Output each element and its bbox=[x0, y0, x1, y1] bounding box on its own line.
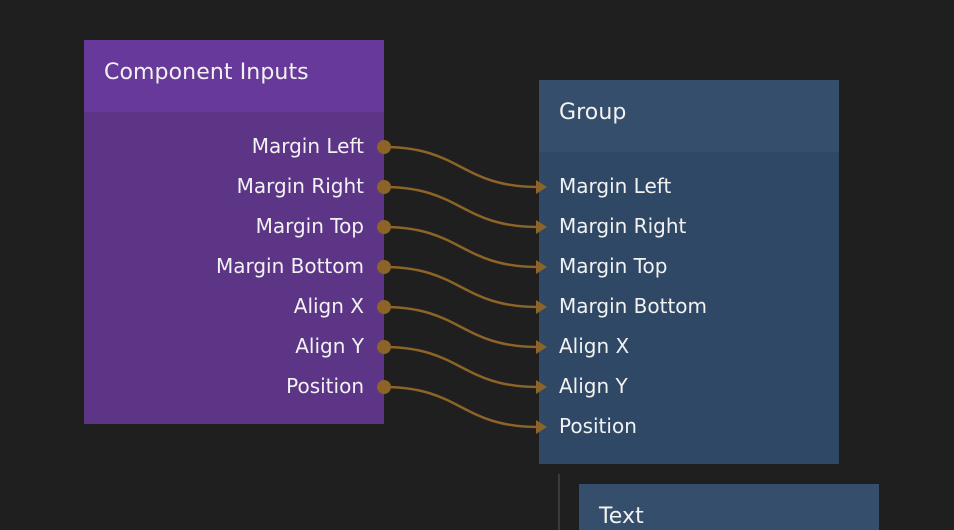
connection-margin-top[interactable] bbox=[383, 225, 539, 269]
connection-margin-right[interactable] bbox=[383, 185, 539, 229]
input-port-label-margin-top: Margin Top bbox=[559, 254, 668, 278]
output-port-label-align-x: Align X bbox=[293, 294, 364, 318]
output-port-label-position: Position bbox=[286, 374, 364, 398]
output-port-label-margin-left: Margin Left bbox=[251, 134, 364, 158]
output-port-label-margin-top: Margin Top bbox=[255, 214, 364, 238]
input-port-label-position: Position bbox=[559, 414, 637, 438]
input-port-label-margin-bottom: Margin Bottom bbox=[559, 294, 708, 318]
group-title: Group bbox=[539, 80, 839, 152]
input-port-label-align-y: Align Y bbox=[559, 374, 628, 398]
input-port-label-align-x: Align X bbox=[559, 334, 630, 358]
connection-align-y[interactable] bbox=[383, 345, 539, 389]
component-inputs-title: Component Inputs bbox=[84, 40, 384, 112]
component-inputs-node[interactable]: Component Inputs Margin Left Margin Righ… bbox=[84, 40, 384, 424]
output-port-label-margin-bottom: Margin Bottom bbox=[215, 254, 364, 278]
connection-position[interactable] bbox=[383, 385, 539, 429]
hierarchy-line bbox=[558, 474, 560, 530]
connection-margin-bottom[interactable] bbox=[383, 265, 539, 309]
text-node[interactable]: Text bbox=[579, 484, 879, 530]
output-port-label-align-y: Align Y bbox=[295, 334, 364, 358]
input-port-label-margin-left: Margin Left bbox=[559, 174, 672, 198]
text-node-title: Text bbox=[579, 484, 879, 530]
group-node[interactable]: Group Margin Left Margin Right Margin To… bbox=[539, 80, 839, 464]
connection-margin-left[interactable] bbox=[383, 145, 539, 189]
connection-align-x[interactable] bbox=[383, 305, 539, 349]
output-port-label-margin-right: Margin Right bbox=[236, 174, 364, 198]
input-port-label-margin-right: Margin Right bbox=[559, 214, 687, 238]
